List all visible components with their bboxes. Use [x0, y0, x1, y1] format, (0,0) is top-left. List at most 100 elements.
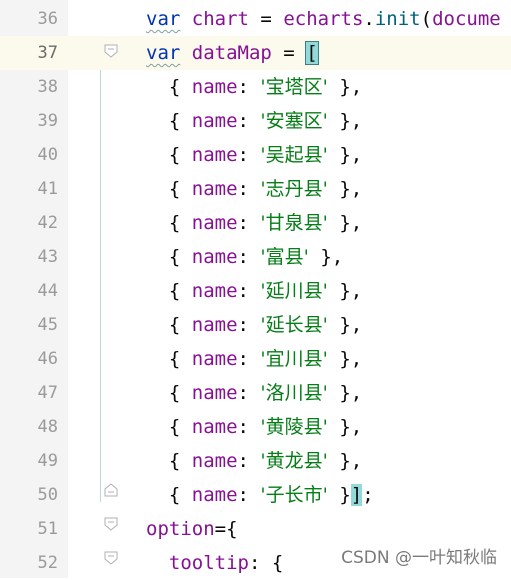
code-token-punc: : [237, 246, 261, 268]
code-token-punc: : [237, 212, 261, 234]
code-line[interactable]: 42 { name: '甘泉县' }, [0, 206, 511, 240]
line-number: 50 [37, 485, 58, 505]
code-token-punc: }, [327, 382, 363, 404]
code-token-str: '延川县' [260, 280, 328, 302]
code-token-prop: name [191, 348, 238, 370]
code-token-str: '富县' [260, 246, 309, 268]
code-text: { name: '吴起县' }, [146, 138, 362, 172]
code-token-punc: : [237, 178, 261, 200]
code-token-prop: option [146, 518, 215, 540]
code-line[interactable]: 47 { name: '洛川县' }, [0, 376, 511, 410]
indent-guide [100, 40, 101, 502]
code-token-prop: name [191, 246, 238, 268]
code-line[interactable]: 52 tooltip: { [0, 546, 511, 580]
code-text: option={ [146, 512, 238, 546]
code-token-punc: : [237, 144, 261, 166]
code-token-punc: = [248, 8, 284, 30]
code-token-str: '子长市' [260, 484, 328, 506]
code-text: { name: '志丹县' }, [146, 172, 362, 206]
code-token-punc: { [146, 76, 192, 98]
line-number: 36 [37, 9, 58, 29]
line-number: 44 [37, 281, 58, 301]
code-token-punc: ; [362, 484, 374, 506]
code-token-punc: }, [327, 280, 363, 302]
code-line[interactable]: 41 { name: '志丹县' }, [0, 172, 511, 206]
code-token-punc: }, [327, 450, 363, 472]
code-line[interactable]: 45 { name: '延长县' }, [0, 308, 511, 342]
code-token-punc: : [237, 484, 261, 506]
code-token-punc [180, 42, 191, 64]
code-token-punc: { [146, 246, 192, 268]
line-number: 43 [37, 247, 58, 267]
code-token-punc: }, [327, 110, 363, 132]
fold-close-icon[interactable] [104, 483, 118, 497]
code-token-punc: = [271, 42, 307, 64]
code-token-prop: name [191, 416, 238, 438]
code-token-punc: : [237, 416, 261, 438]
code-token-punc: : [237, 348, 261, 370]
line-number: 51 [37, 519, 58, 539]
fold-open-icon[interactable] [104, 551, 118, 565]
fold-open-icon[interactable] [104, 517, 118, 531]
code-token-punc: { [146, 416, 192, 438]
code-line[interactable]: 46 { name: '宜川县' }, [0, 342, 511, 376]
line-number: 52 [37, 553, 58, 573]
code-token-ident: docume [432, 8, 501, 30]
code-token-punc: { [146, 280, 192, 302]
code-text: { name: '宜川县' }, [146, 342, 362, 376]
code-line[interactable]: 38 { name: '宝塔区' }, [0, 70, 511, 104]
code-text: { name: '黄龙县' }, [146, 444, 362, 478]
code-token-punc: : [237, 314, 261, 336]
code-text: { name: '富县' }, [146, 240, 343, 274]
code-token-punc [146, 552, 169, 574]
code-token-prop: name [191, 484, 238, 506]
line-number: 40 [37, 145, 58, 165]
code-token-punc: . [363, 8, 375, 30]
code-token-str: '延长县' [260, 314, 328, 336]
code-text: var dataMap = [ [146, 36, 319, 70]
line-number: 41 [37, 179, 58, 199]
code-token-str: '吴起县' [260, 144, 328, 166]
code-token-kw: var [146, 8, 181, 30]
code-line[interactable]: 51 option={ [0, 512, 511, 546]
line-number: 46 [37, 349, 58, 369]
code-line[interactable]: 50 { name: '子长市' }]; [0, 478, 511, 512]
code-token-punc: }, [327, 178, 363, 200]
code-token-punc: { [146, 144, 192, 166]
code-line[interactable]: 39 { name: '安塞区' }, [0, 104, 511, 138]
fold-open-icon[interactable] [104, 44, 118, 58]
code-text: { name: '安塞区' }, [146, 104, 362, 138]
code-token-ident: dataMap [191, 42, 272, 64]
code-token-str: '志丹县' [260, 178, 328, 200]
code-text: { name: '延长县' }, [146, 308, 362, 342]
code-token-str: '宜川县' [260, 348, 328, 370]
code-token-prop: name [191, 178, 238, 200]
code-token-punc: }, [308, 246, 344, 268]
code-line[interactable]: 40 { name: '吴起县' }, [0, 138, 511, 172]
code-token-bracket: [ [305, 41, 319, 65]
code-token-punc: }, [327, 348, 363, 370]
code-text: { name: '黄陵县' }, [146, 410, 362, 444]
code-line[interactable]: 48 { name: '黄陵县' }, [0, 410, 511, 444]
code-token-ident: chart [191, 8, 249, 30]
code-token-punc: { [146, 450, 192, 472]
code-token-punc: { [146, 314, 192, 336]
code-token-prop: name [191, 110, 238, 132]
code-line[interactable]: 43 { name: '富县' }, [0, 240, 511, 274]
code-token-prop: name [191, 314, 238, 336]
code-token-punc: : [237, 450, 261, 472]
code-line[interactable]: 49 { name: '黄龙县' }, [0, 444, 511, 478]
line-number: 42 [37, 213, 58, 233]
code-token-punc: { [146, 178, 192, 200]
code-text: { name: '洛川县' }, [146, 376, 362, 410]
code-text: tooltip: { [146, 546, 283, 580]
code-token-punc: }, [327, 416, 363, 438]
code-token-punc: : [237, 110, 261, 132]
code-line[interactable]: 44 { name: '延川县' }, [0, 274, 511, 308]
code-token-prop: name [191, 76, 238, 98]
line-number: 48 [37, 417, 58, 437]
code-token-str: '黄龙县' [260, 450, 328, 472]
code-token-punc: { [146, 212, 192, 234]
